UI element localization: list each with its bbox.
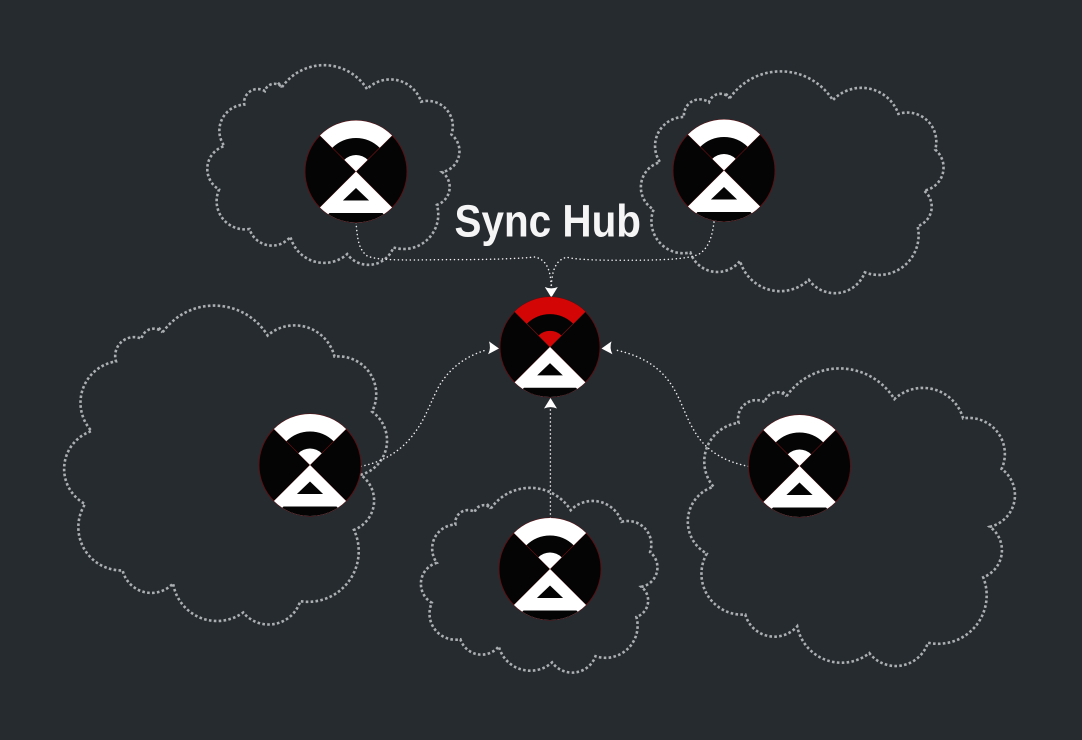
svg-text:Sync Hub: Sync Hub: [455, 196, 642, 247]
